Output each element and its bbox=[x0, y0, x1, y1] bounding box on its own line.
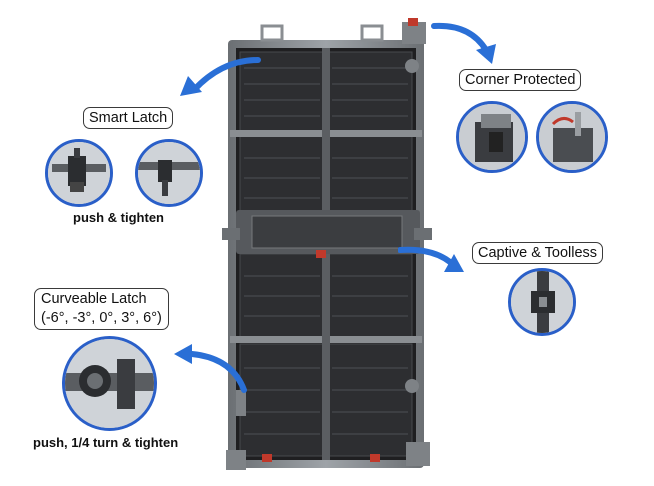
smart-latch-label: Smart Latch bbox=[83, 107, 174, 129]
curveable-latch-caption: push, 1/4 turn & tighten bbox=[33, 435, 179, 450]
smart-latch-caption: push & tighten bbox=[73, 210, 164, 225]
captive-toolless-label: Captive & Toolless bbox=[472, 242, 604, 264]
smart-latch-detail-image-2 bbox=[135, 139, 203, 207]
curveable-latch-angles: (-6°, -3°, 0°, 3°, 6°) bbox=[41, 310, 162, 326]
curveable-latch-detail-image bbox=[62, 336, 157, 431]
smart-latch-detail-image-1 bbox=[45, 139, 113, 207]
arrow-captive-toolless bbox=[398, 246, 464, 272]
corner-protected-detail-image-1 bbox=[456, 101, 528, 173]
arrow-curveable-latch bbox=[174, 344, 247, 393]
corner-protected-detail-image-2 bbox=[536, 101, 608, 173]
curveable-latch-label: Curveable Latch (-6°, -3°, 0°, 3°, 6°) bbox=[34, 288, 169, 330]
curveable-latch-title: Curveable Latch bbox=[41, 291, 147, 307]
arrow-smart-latch bbox=[180, 57, 261, 96]
corner-protected-label: Corner Protected bbox=[459, 69, 582, 91]
led-cabinet-panel bbox=[222, 18, 438, 478]
captive-toolless-detail-image bbox=[508, 268, 576, 336]
arrow-corner-protected bbox=[431, 22, 496, 64]
